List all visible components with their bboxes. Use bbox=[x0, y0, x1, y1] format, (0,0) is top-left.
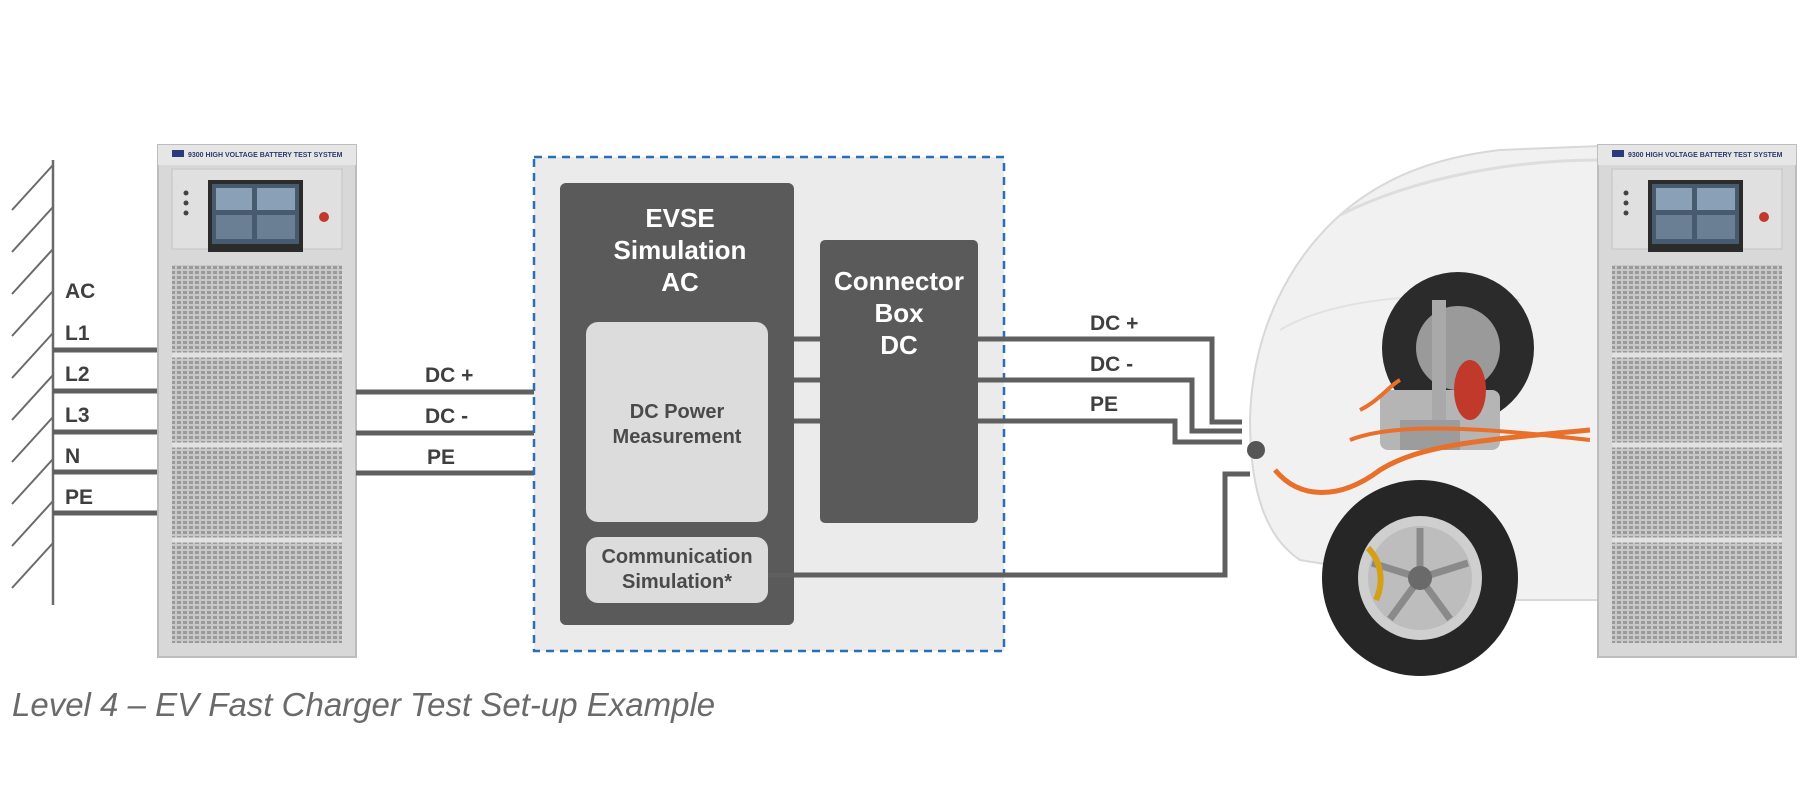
dc-minus-left-label: DC - bbox=[425, 405, 468, 428]
ac-label: AC bbox=[65, 280, 95, 303]
evse-title-line1: EVSE bbox=[645, 203, 714, 233]
measurement-line2: Measurement bbox=[613, 426, 742, 448]
hatched-wall-icon bbox=[11, 160, 55, 605]
figure-caption: Level 4 – EV Fast Charger Test Set-up Ex… bbox=[12, 686, 716, 723]
ev-chassis-icon bbox=[1247, 144, 1601, 676]
cabinet-brand-text-right: 9300 HIGH VOLTAGE BATTERY TEST SYSTEM bbox=[1628, 152, 1783, 159]
communication-line1: Communication bbox=[601, 546, 752, 568]
dc-wires-left bbox=[356, 389, 560, 476]
connector-title-line1: Connector bbox=[834, 266, 964, 296]
dc-plus-right-label: DC + bbox=[1090, 312, 1138, 335]
dc-wires-right bbox=[768, 336, 1250, 578]
communication-line2: Simulation* bbox=[622, 571, 732, 593]
dc-power-measurement-box bbox=[586, 322, 768, 522]
connector-title-line2: Box bbox=[874, 298, 924, 328]
evse-to-connector-wires bbox=[794, 336, 820, 424]
evse-title-line2: Simulation bbox=[614, 235, 747, 265]
communication-simulation-box bbox=[586, 537, 768, 603]
line-label-l2: L2 bbox=[65, 363, 90, 386]
evse-simulation-box: EVSE Simulation AC DC Power Measurement … bbox=[560, 183, 794, 625]
line-label-l1: L1 bbox=[65, 322, 90, 345]
cabinet-brand-text: 9300 HIGH VOLTAGE BATTERY TEST SYSTEM bbox=[188, 152, 343, 159]
pe-right-label: PE bbox=[1090, 393, 1118, 416]
evse-title-line3: AC bbox=[661, 267, 699, 297]
measurement-line1: DC Power bbox=[630, 401, 725, 423]
line-label-l3: L3 bbox=[65, 404, 90, 427]
line-label-n: N bbox=[65, 445, 80, 468]
dc-minus-right-label: DC - bbox=[1090, 353, 1133, 376]
pe-left-label: PE bbox=[427, 446, 455, 469]
ac-wires bbox=[53, 347, 160, 516]
test-cabinet-icon: 9300 HIGH VOLTAGE BATTERY TEST SYSTEM bbox=[1597, 144, 1797, 658]
dc-plus-left-label: DC + bbox=[425, 364, 473, 387]
test-cabinet-icon: 9300 HIGH VOLTAGE BATTERY TEST SYSTEM bbox=[157, 144, 357, 658]
line-label-pe: PE bbox=[65, 486, 93, 509]
connector-box: Connector Box DC bbox=[820, 240, 978, 523]
connector-title-line3: DC bbox=[880, 330, 918, 360]
